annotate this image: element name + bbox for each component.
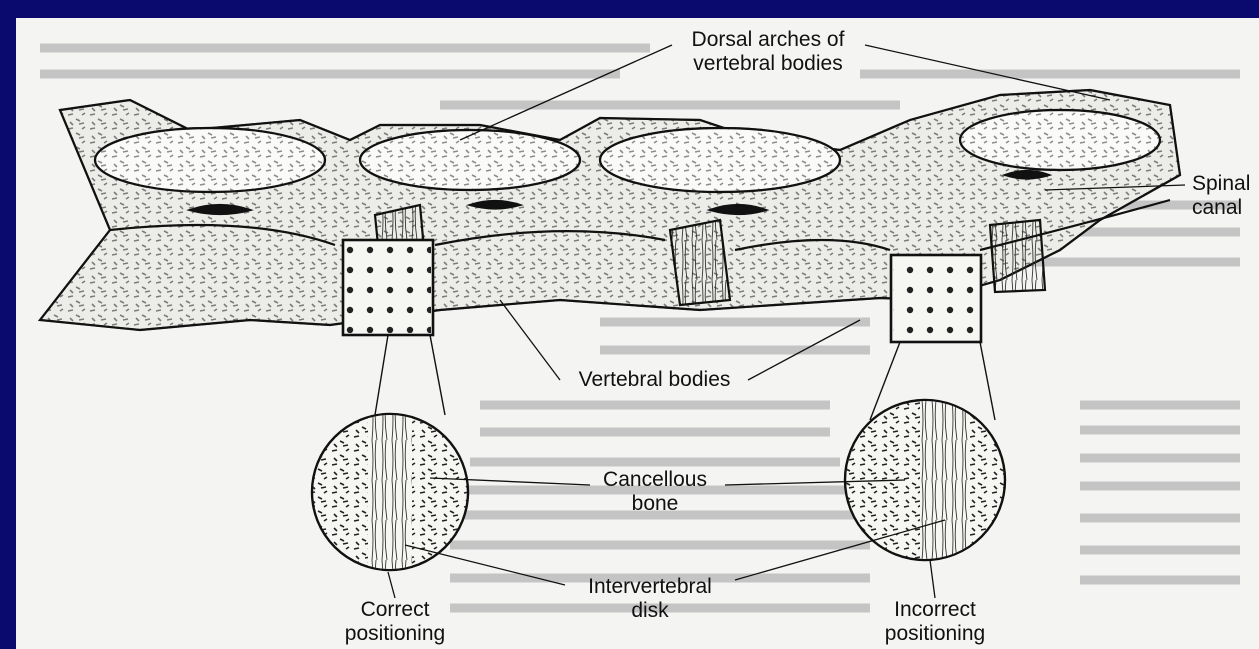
incorrect-positioning-label-line2: positioning bbox=[875, 622, 995, 646]
spinal-canal-label: Spinal canal bbox=[1192, 172, 1250, 220]
cancellous-bone-label-line1: Cancellous bbox=[585, 468, 725, 492]
dorsal-arches-label: Dorsal arches of vertebral bodies bbox=[668, 28, 868, 76]
intervertebral-disk-label-line1: Intervertebral bbox=[565, 575, 735, 599]
incorrect-positioning-label-line1: Incorrect bbox=[875, 598, 995, 622]
cancellous-bone-label-line2: bone bbox=[585, 492, 725, 516]
correct-positioning-label-line1: Correct bbox=[335, 598, 455, 622]
correct-positioning-label: Correct positioning bbox=[335, 598, 455, 646]
spinal-canal-label-line2: canal bbox=[1192, 196, 1250, 220]
intervertebral-disk-label: Intervertebral disk bbox=[565, 575, 735, 623]
cancellous-bone-label: Cancellous bone bbox=[585, 468, 725, 516]
spinal-canal-label-line1: Spinal bbox=[1192, 172, 1250, 196]
incorrect-magnifier bbox=[845, 400, 1005, 560]
dorsal-arches-label-line1: Dorsal arches of bbox=[668, 28, 868, 52]
intervertebral-disk-label-line2: disk bbox=[565, 599, 735, 623]
correct-positioning-label-line2: positioning bbox=[335, 622, 455, 646]
vertebral-column bbox=[40, 90, 1180, 330]
correct-implant bbox=[343, 240, 445, 415]
vertebral-bodies-label: Vertebral bodies bbox=[557, 368, 752, 392]
correct-magnifier bbox=[312, 414, 468, 570]
dorsal-arches-label-line2: vertebral bodies bbox=[668, 52, 868, 76]
incorrect-positioning-label: Incorrect positioning bbox=[875, 598, 995, 646]
